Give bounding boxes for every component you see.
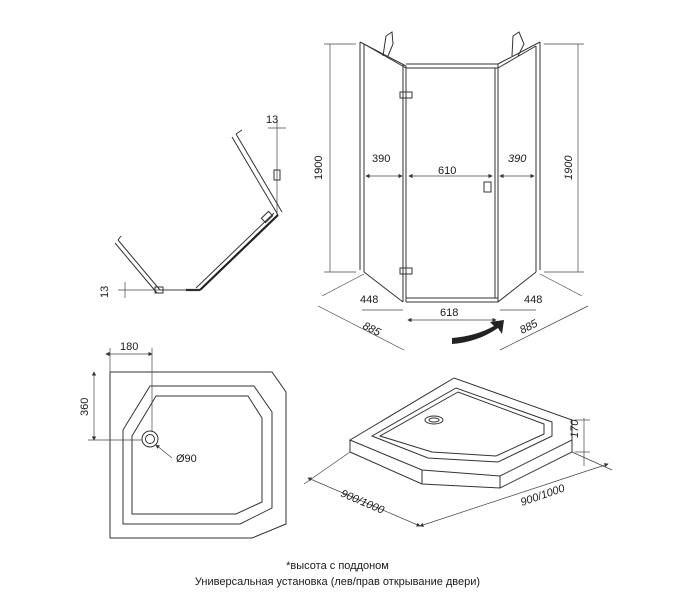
dim-depth-left: 885: [361, 320, 384, 339]
hinge-top: [399, 91, 413, 99]
dim-drain-y: 360: [79, 398, 91, 416]
dim-base-left: 448: [360, 294, 378, 306]
tray-plan-diagram: 180 360 Ø90: [79, 341, 287, 539]
dim-tray-size-left: 900/1000: [339, 488, 387, 517]
hinge-bottom: [399, 267, 413, 275]
dim-side-right: 390: [508, 153, 527, 165]
dim-door-width: 610: [438, 165, 456, 177]
drain-inner: [145, 434, 155, 444]
hanger-left: [382, 31, 394, 57]
tray-rim: [122, 385, 273, 525]
dim-height-right: 1900: [563, 155, 575, 180]
enclosure-diagram: 1900 1900 390 610 390 448 618 448 885 88…: [313, 31, 589, 351]
dim-base-center: 618: [440, 307, 458, 319]
door-handle: [483, 181, 492, 193]
hanger-right: [511, 31, 525, 57]
tray-outer-outline: [109, 371, 287, 539]
footnote: *высота с поддоном: [286, 560, 389, 572]
top-view-dim-top: 13: [266, 114, 278, 126]
top-view-diagram: 13 13: [99, 114, 286, 298]
top-view-dim-left: 13: [99, 286, 111, 298]
dim-drain-diameter: Ø90: [176, 453, 197, 465]
dim-side-left: 390: [372, 153, 390, 165]
top-view-wall-left: [117, 239, 161, 291]
top-view-wall-right: [235, 133, 283, 213]
dim-height-left: 1900: [313, 156, 325, 180]
dim-tray-height: 170: [569, 419, 581, 438]
tray-3d-drain: [424, 415, 444, 425]
dim-drain-x: 180: [120, 341, 138, 353]
drain-outer: [141, 430, 159, 448]
tray-basin: [131, 395, 263, 515]
dim-base-right: 448: [524, 294, 542, 306]
door-opening-arrow-icon: [452, 320, 504, 344]
top-view-door: [199, 214, 279, 291]
dim-depth-right: 885: [518, 317, 541, 336]
dim-tray-size-right: 900/1000: [519, 482, 567, 509]
installation-note: Универсальная установка (лев/прав открыв…: [194, 576, 481, 588]
tray-3d-diagram: 170 900/1000 900/1000: [303, 377, 613, 527]
